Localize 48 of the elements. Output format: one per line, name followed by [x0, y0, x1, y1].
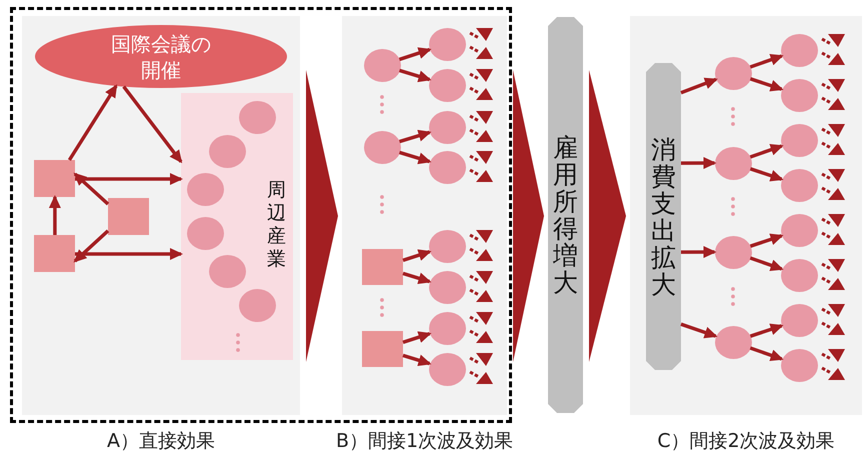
arrow [750, 77, 784, 92]
industry-band [181, 93, 293, 360]
square [362, 331, 403, 367]
arrow [74, 172, 110, 206]
circle [208, 134, 246, 168]
arrow [680, 78, 718, 94]
arrow [402, 354, 432, 366]
circle [238, 288, 276, 322]
arrow [398, 47, 432, 62]
arrow [750, 256, 784, 272]
arrow [750, 234, 784, 248]
chamfered-band: 雇用所得増大 [548, 17, 583, 413]
chevron-arrow [306, 70, 338, 362]
square [108, 198, 149, 235]
arrow [122, 86, 182, 164]
arrow [398, 150, 432, 164]
arrow [402, 249, 432, 262]
arrow [680, 322, 718, 338]
square [362, 249, 403, 285]
panel-caption: B）間接1次波及効果 [336, 429, 514, 453]
square [34, 235, 75, 272]
circle [186, 216, 224, 250]
chevron-arrow [589, 70, 626, 362]
arrow [750, 144, 784, 159]
arrow [398, 68, 432, 82]
chamfered-band: 消費支出拡大 [646, 63, 681, 370]
circle [238, 100, 276, 134]
arrow [750, 346, 784, 362]
arrow [68, 84, 118, 161]
chevron-arrow [513, 70, 544, 362]
circle [208, 254, 246, 288]
circle [186, 172, 224, 206]
arrow [750, 54, 784, 69]
band-label: 周辺産業 [267, 179, 286, 271]
arrow [402, 272, 432, 284]
arrow [681, 157, 716, 170]
arrow [681, 246, 716, 258]
arrow [402, 331, 432, 344]
arrow [75, 173, 183, 185]
arrow [74, 230, 110, 262]
panel-caption: A）直接効果 [107, 429, 215, 453]
arrow [750, 167, 784, 182]
panel-caption: C）間接2次波及効果 [657, 429, 835, 453]
arrow [398, 130, 432, 144]
arrow [75, 248, 183, 260]
square [34, 160, 75, 197]
arrow [48, 195, 61, 235]
arrow [750, 324, 784, 338]
